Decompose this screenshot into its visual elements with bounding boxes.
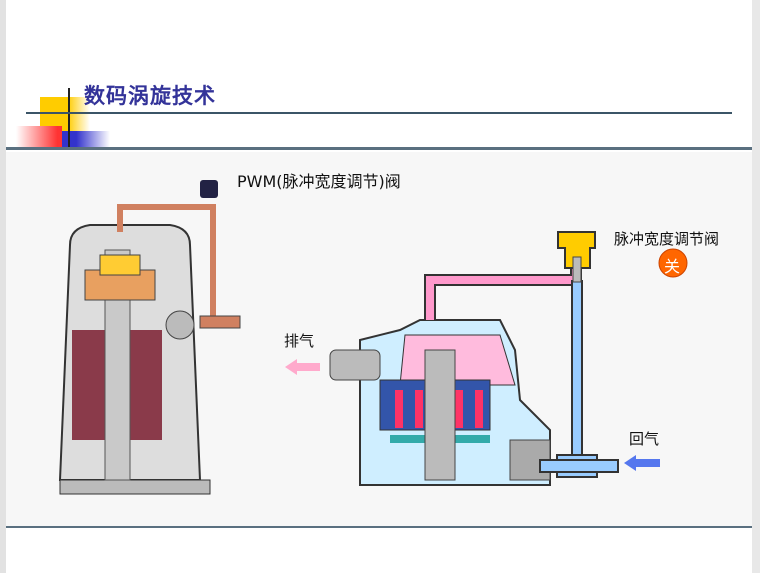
title-rule (26, 112, 732, 114)
decor-blue-square (62, 131, 110, 147)
valve-state-badge (658, 248, 688, 278)
header-band (6, 147, 752, 150)
slide-right-edge (752, 0, 760, 573)
exhaust-arrow-icon (285, 359, 320, 375)
slide-title: 数码涡旋技术 (84, 84, 216, 108)
decor-red-square (16, 126, 62, 147)
pwm-valve-label: PWM(脉冲宽度调节)阀 (237, 172, 401, 191)
pwm-valve-icon (557, 231, 596, 269)
return-label: 回气 (629, 430, 660, 448)
valve-label: 脉冲宽度调节阀 (614, 230, 720, 248)
decor-vertical-bar (68, 88, 70, 148)
valve-state-text: 关 (664, 257, 681, 276)
return-arrow-icon (624, 455, 660, 471)
right-compressor-illustration (329, 231, 619, 486)
slide-left-edge (0, 0, 6, 573)
exhaust-label: 排气 (284, 332, 315, 350)
left-compressor-illustration (58, 180, 241, 495)
